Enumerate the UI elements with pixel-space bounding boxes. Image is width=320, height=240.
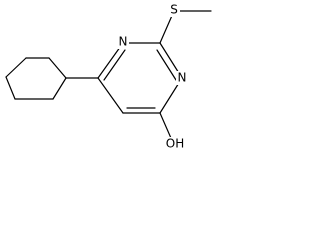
atom-label-n3: N [176,71,188,85]
bond-cp-2 [48,57,67,79]
bond-c5-c6 [97,77,124,114]
molecule-structure: N N S OH [5,3,212,151]
hydroxyl-label: OH [166,137,184,151]
sulfur-label: S [170,3,178,17]
bond-cp-5 [5,76,16,100]
bond-c2-n3-inner [156,49,177,81]
cyclopentyl-ring [5,57,67,100]
pyrimidine-ring [97,42,183,114]
bond-c6-n1-inner [103,49,126,81]
nitrogen-label-right: N [178,71,187,85]
atom-label-n1: N [117,35,129,49]
atom-label-s: S [168,3,180,17]
nitrogen-label-top: N [119,35,128,49]
bond-cp-3 [52,77,67,100]
bond-cp-6 [5,57,27,78]
atom-label-oh: OH [164,137,186,151]
